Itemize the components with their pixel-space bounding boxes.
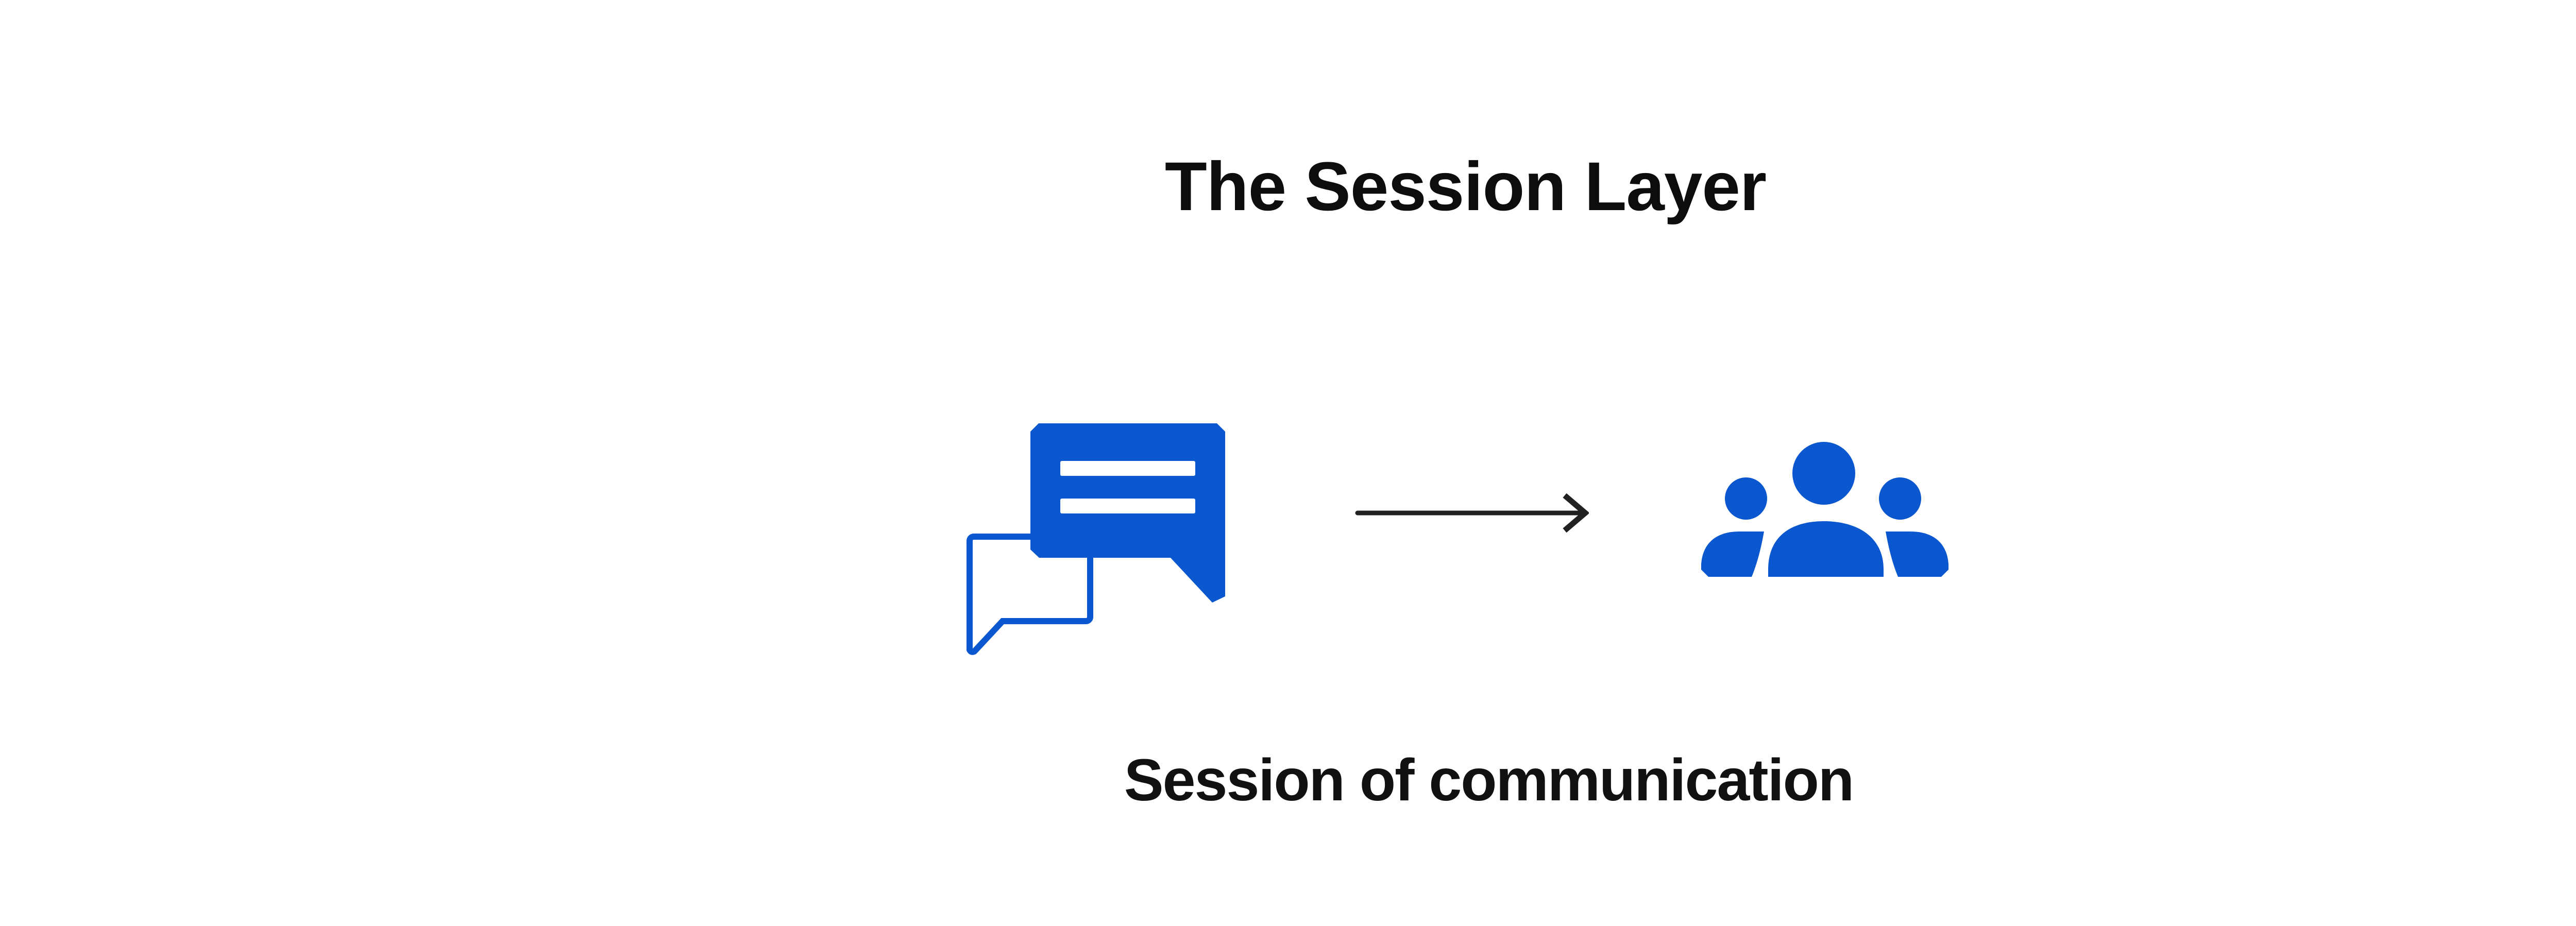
chat-text-line-2 (1060, 499, 1195, 513)
right-arrow-icon (1355, 493, 1589, 533)
page-title: The Session Layer (1164, 148, 1767, 225)
diagram-caption: Session of communication (1124, 747, 1854, 813)
chat-text-line-1 (1060, 461, 1195, 476)
people-group-icon (1701, 442, 1948, 577)
person-right-body (1886, 531, 1948, 577)
person-left-head (1725, 477, 1767, 520)
person-center-body (1768, 521, 1884, 577)
chat-messages-icon (967, 423, 1225, 655)
arrow-head (1563, 493, 1589, 533)
person-right-head (1879, 477, 1921, 520)
person-left-body (1701, 531, 1764, 577)
person-center-head (1792, 442, 1855, 505)
